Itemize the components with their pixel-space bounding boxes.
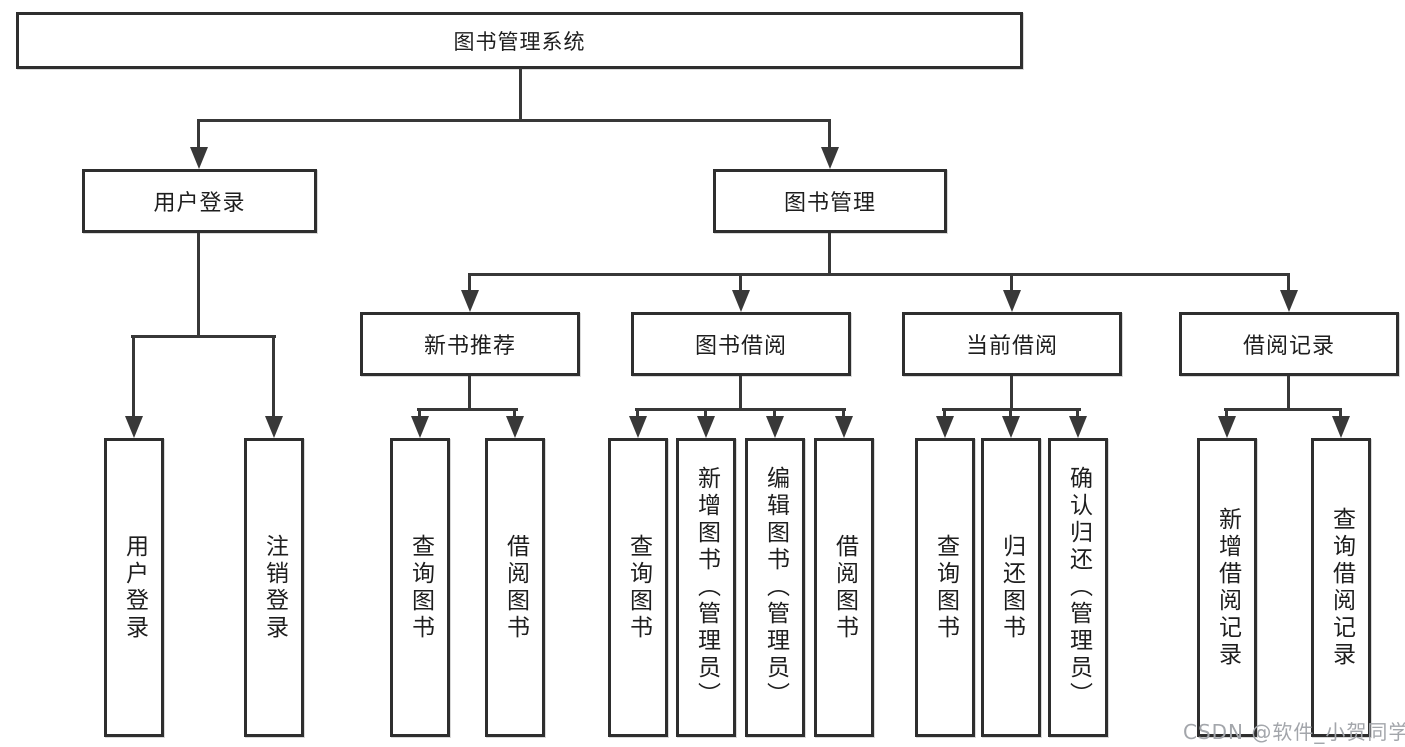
node-leaf-query-borrow-record: 查询借阅记录: [1311, 438, 1371, 737]
node-leaf-user-login-label: 用户登录: [121, 533, 148, 642]
node-leaf-query-book-1-label: 查询图书: [407, 533, 434, 642]
node-leaf-borrow-book-1-label: 借阅图书: [502, 533, 529, 642]
arrowhead-leaf-logout: [265, 416, 283, 438]
edge-leaf-query-borrow-record-stem-line: [1339, 408, 1342, 420]
node-book-management-label: 图书管理: [783, 191, 876, 216]
arrowhead-book-borrow: [732, 290, 750, 312]
edge-user-login-stem-line: [197, 119, 200, 150]
edge-book-borrow-stem-line: [739, 273, 742, 292]
edge-leaf-add-book-stem-line: [704, 408, 707, 420]
edge-level2-split-line: [197, 119, 831, 122]
edge-leaf-borrow-book-2-stem-line: [842, 408, 845, 420]
edge-leaf-query-book-2-stem-line: [636, 408, 639, 420]
arrowhead-leaf-return-book: [1002, 416, 1020, 438]
edge-current-borrow-drop-line: [1010, 376, 1013, 408]
edge-book-management-stem-line: [828, 119, 831, 150]
edge-new-book-recommend-drop-line: [468, 376, 471, 408]
node-leaf-query-book-2-label: 查询图书: [625, 533, 652, 642]
edge-current-borrow-stem-line: [1010, 273, 1013, 292]
edge-level3-split-line: [468, 273, 1290, 276]
edge-new-book-recommend-split-line: [417, 408, 518, 411]
arrowhead-leaf-borrow-book-1: [506, 416, 524, 438]
edge-book-borrow-split-line: [635, 408, 846, 411]
node-leaf-query-book-3: 查询图书: [915, 438, 975, 737]
edge-user-login-drop-line: [197, 233, 200, 335]
edge-leaf-edit-book-stem-line: [773, 408, 776, 420]
edge-root-drop-line: [519, 68, 522, 119]
edge-book-management-drop-line: [828, 233, 831, 273]
edge-leaf-return-book-stem-line: [1009, 408, 1012, 420]
csdn-watermark: CSDN @软件_小贺同学: [1183, 720, 1405, 744]
node-leaf-add-borrow-record-label: 新增借阅记录: [1214, 506, 1241, 669]
node-leaf-confirm-return-label: 确认归还（管理员）: [1065, 466, 1092, 709]
arrowhead-leaf-add-book: [697, 416, 715, 438]
node-leaf-user-login: 用户登录: [104, 438, 164, 737]
arrowhead-leaf-query-book-1: [411, 416, 429, 438]
arrowhead-leaf-query-borrow-record: [1332, 416, 1350, 438]
edge-new-book-recommend-stem-line: [468, 273, 471, 292]
node-root: 图书管理系统: [16, 12, 1023, 69]
edge-leaf-confirm-return-stem-line: [1076, 408, 1079, 420]
node-leaf-query-borrow-record-label: 查询借阅记录: [1328, 506, 1355, 669]
arrowhead-current-borrow: [1003, 290, 1021, 312]
edge-leaf-logout-stem-line: [272, 335, 275, 419]
arrowhead-book-management: [821, 147, 839, 169]
node-leaf-add-book: 新增图书（管理员）: [676, 438, 736, 737]
node-leaf-borrow-book-2-label: 借阅图书: [831, 533, 858, 642]
arrowhead-user-login: [190, 147, 208, 169]
arrowhead-leaf-edit-book: [766, 416, 784, 438]
node-leaf-logout: 注销登录: [244, 438, 304, 737]
node-leaf-borrow-book-2: 借阅图书: [814, 438, 874, 737]
node-leaf-query-book-1: 查询图书: [390, 438, 450, 737]
edge-leaf-user-login-stem-line: [132, 335, 135, 419]
node-new-book-recommend: 新书推荐: [360, 312, 580, 376]
node-leaf-return-book: 归还图书: [981, 438, 1041, 737]
node-book-borrow-label: 图书借阅: [694, 334, 787, 359]
arrowhead-leaf-query-book-3: [936, 416, 954, 438]
node-borrow-record: 借阅记录: [1179, 312, 1399, 376]
node-leaf-confirm-return: 确认归还（管理员）: [1048, 438, 1108, 737]
node-leaf-borrow-book-1: 借阅图书: [485, 438, 545, 737]
edge-borrow-record-stem-line: [1287, 273, 1290, 292]
edge-leaf-query-book-3-stem-line: [943, 408, 946, 420]
arrowhead-leaf-query-book-2: [629, 416, 647, 438]
edge-leaf-add-borrow-record-stem-line: [1225, 408, 1228, 420]
node-current-borrow-label: 当前借阅: [965, 334, 1058, 359]
node-book-borrow: 图书借阅: [631, 312, 851, 376]
edge-borrow-record-split-line: [1224, 408, 1342, 411]
arrowhead-leaf-add-borrow-record: [1218, 416, 1236, 438]
node-leaf-return-book-label: 归还图书: [998, 533, 1025, 642]
node-leaf-add-book-label: 新增图书（管理员）: [693, 466, 720, 709]
node-leaf-edit-book: 编辑图书（管理员）: [745, 438, 805, 737]
arrowhead-leaf-borrow-book-2: [835, 416, 853, 438]
node-borrow-record-label: 借阅记录: [1242, 334, 1335, 359]
edge-leaf-borrow-book-1-stem-line: [513, 408, 516, 420]
arrowhead-leaf-user-login: [125, 416, 143, 438]
edge-borrow-record-drop-line: [1287, 376, 1290, 408]
node-leaf-query-book-3-label: 查询图书: [932, 533, 959, 642]
arrowhead-leaf-confirm-return: [1069, 416, 1087, 438]
node-leaf-edit-book-label: 编辑图书（管理员）: [762, 466, 789, 709]
node-user-login-label: 用户登录: [153, 191, 246, 216]
arrowhead-new-book-recommend: [461, 290, 479, 312]
node-book-management: 图书管理: [713, 169, 947, 233]
node-leaf-logout-label: 注销登录: [261, 533, 288, 642]
arrowhead-borrow-record: [1280, 290, 1298, 312]
node-leaf-add-borrow-record: 新增借阅记录: [1197, 438, 1257, 737]
node-current-borrow: 当前借阅: [902, 312, 1122, 376]
node-new-book-recommend-label: 新书推荐: [423, 334, 516, 359]
node-user-login: 用户登录: [82, 169, 317, 233]
edge-book-borrow-drop-line: [739, 376, 742, 408]
edge-leaf-query-book-1-stem-line: [418, 408, 421, 420]
node-leaf-query-book-2: 查询图书: [608, 438, 668, 737]
edge-user-login-split-line: [131, 335, 276, 338]
node-root-label: 图书管理系统: [453, 29, 586, 54]
